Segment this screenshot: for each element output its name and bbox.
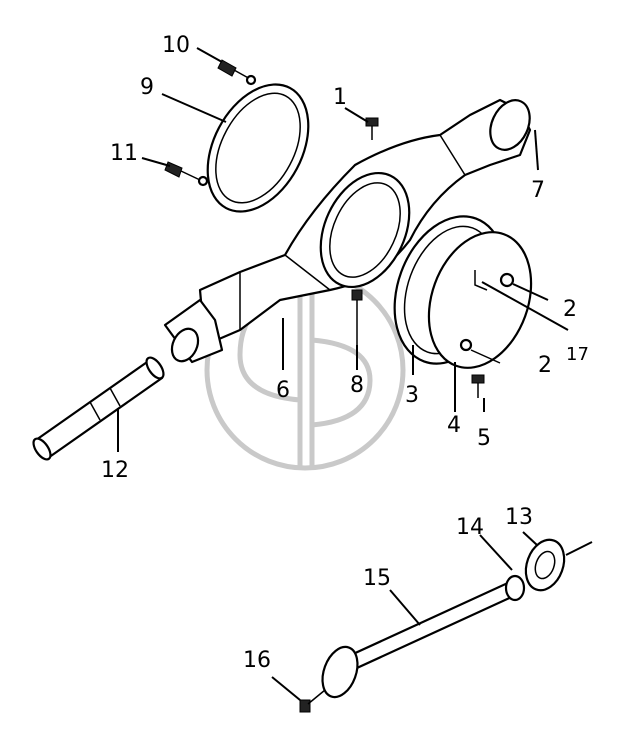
- bolt-8: [351, 289, 363, 345]
- callout-9: 9: [140, 75, 154, 100]
- callout-2: 2: [538, 353, 552, 378]
- bolt-1: [365, 117, 379, 140]
- callout-15: 15: [363, 566, 391, 591]
- drum-cover: [427, 231, 533, 369]
- bolt-5: [471, 374, 485, 398]
- retaining-ring: [206, 83, 310, 213]
- bolt-11: [164, 161, 209, 187]
- callout-8: 8: [350, 373, 364, 398]
- callout-7: 7: [531, 178, 545, 203]
- callout-10: 10: [162, 33, 190, 58]
- callout-4: 4: [447, 413, 461, 438]
- axle-housing: [163, 98, 532, 364]
- callout-13: 13: [505, 505, 533, 530]
- bolt-2-upper: [499, 272, 549, 301]
- shaft-12: [32, 356, 165, 461]
- callout-12: 12: [101, 458, 129, 483]
- callout-1: 1: [333, 85, 347, 110]
- bolt-16: [299, 689, 326, 713]
- callout-16: 16: [243, 648, 271, 673]
- leader-lines: [117, 47, 593, 701]
- axle-shaft-15: [321, 574, 526, 699]
- callout-11: 11: [110, 141, 138, 166]
- callout-14: 14: [456, 515, 484, 540]
- bolt-2-lower: [459, 338, 501, 364]
- bolt-10: [217, 59, 257, 86]
- callout-17: 17: [566, 344, 589, 365]
- callout-5: 5: [477, 426, 491, 451]
- callout-labels: 1 2 2 3 4 5 6 7 8 9 10 11 12 13 14 15 16…: [101, 33, 589, 673]
- callout-2: 2: [563, 297, 577, 322]
- flange-13: [524, 538, 566, 592]
- callout-3: 3: [405, 383, 419, 408]
- callout-6: 6: [276, 378, 290, 403]
